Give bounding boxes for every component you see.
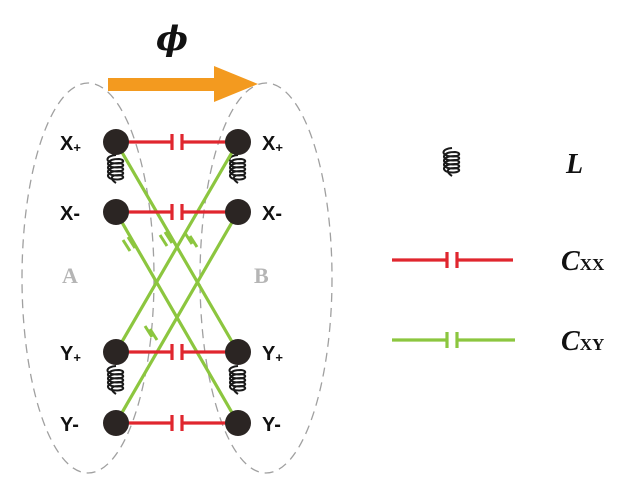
label-a-x-minus: X- (60, 203, 80, 225)
label-a-y-minus: Y- (60, 414, 79, 436)
label-b-x-minus: X- (262, 203, 282, 225)
node-a-x-plus (103, 129, 129, 155)
cxx-couplings (116, 134, 238, 431)
label-b-y-plus: Y+ (262, 343, 283, 365)
label-b-x-plus: X+ (262, 133, 283, 155)
group-b-label: B (254, 263, 269, 288)
node-b-y-plus (225, 339, 251, 365)
legend-cxy-icon (392, 332, 515, 348)
legend-inductor-icon (442, 147, 461, 177)
legend-cxx-icon (392, 252, 513, 268)
cxy-couplings (114, 141, 240, 424)
cxy-line-bx-ay (114, 141, 240, 353)
cxy-line-bx-ay-lower (114, 211, 240, 424)
inductor-a-x-icon (106, 154, 125, 184)
inductor-a-y-icon (106, 365, 125, 395)
legend-inductor-label: L (565, 149, 583, 180)
phase-symbol: ϕ (156, 19, 188, 59)
legend-cxy-label: CXY (561, 326, 604, 357)
node-b-x-minus (225, 199, 251, 225)
cxy-capacitor-marks (121, 231, 199, 341)
node-a-x-minus (103, 199, 129, 225)
inductor-b-y-icon (228, 365, 247, 395)
phase-arrow (108, 66, 258, 102)
node-a-y-plus (103, 339, 129, 365)
label-a-x-plus: X+ (60, 133, 81, 155)
node-b-y-minus (225, 410, 251, 436)
node-a-y-minus (103, 410, 129, 436)
nodes (103, 129, 251, 436)
group-a-label: A (62, 263, 78, 288)
legend-cxx-label: CXX (561, 246, 605, 277)
node-b-x-plus (225, 129, 251, 155)
inductor-b-x-icon (228, 154, 247, 184)
label-b-y-minus: Y- (262, 414, 281, 436)
label-a-y-plus: Y+ (60, 343, 81, 365)
legend: L CXX CXY (392, 147, 605, 357)
